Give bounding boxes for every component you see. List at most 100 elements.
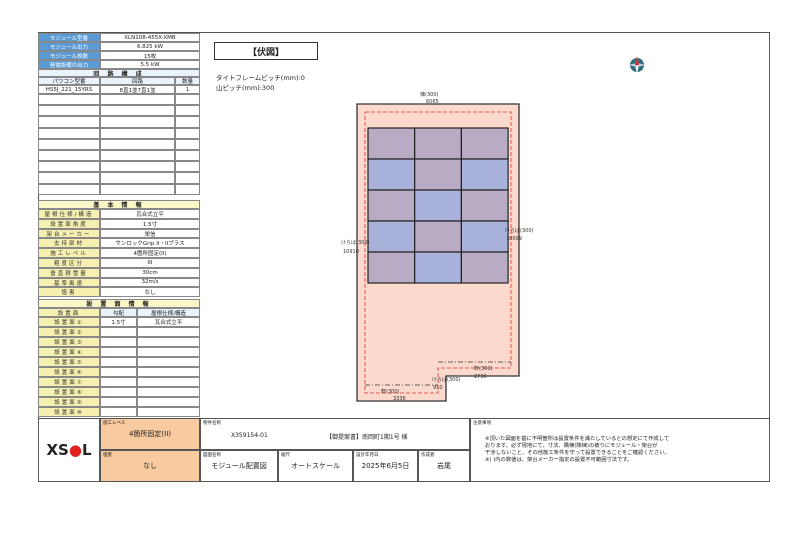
scale: 縮尺オートスケール xyxy=(278,450,353,482)
solar-panel xyxy=(367,220,416,253)
circuit-column-header: パワコン型番 xyxy=(38,77,100,85)
tie-frame-pitch: タイトフレームピッチ(mm):0 xyxy=(216,74,305,82)
circuit-cell xyxy=(38,105,100,117)
logo-text: XS●L xyxy=(46,441,92,459)
solar-panel xyxy=(460,220,509,253)
surface-spec xyxy=(137,377,200,387)
module-info-label: 発電設備の出力 xyxy=(38,60,100,69)
circuit-cell xyxy=(38,161,100,173)
surface-spec xyxy=(137,347,200,357)
dimension-label: 3336 xyxy=(393,396,406,402)
circuit-column-header: 数量 xyxy=(175,77,200,85)
note-line: ※( )内の数値は、架台メーカー指定の設置不可範囲寸法です。 xyxy=(485,457,633,463)
surface-slope xyxy=(100,387,137,397)
solar-panel xyxy=(460,127,509,160)
surface-spec: 瓦合式立平 xyxy=(137,317,200,327)
circuit-cell xyxy=(100,172,175,184)
surface-label: 設置面② xyxy=(38,327,100,337)
circuit-section-title: 回 路 構 成 xyxy=(38,69,200,77)
module-info-value: 5.5 kW xyxy=(100,60,200,69)
surface-column-header: 設置面 xyxy=(38,308,100,317)
surface-spec xyxy=(137,367,200,377)
basic-info-value: 1.5寸 xyxy=(100,218,200,229)
surface-label: 設置面⑨ xyxy=(38,397,100,407)
surface-slope xyxy=(100,327,137,337)
solar-panel xyxy=(367,158,416,191)
author-label: 作成者 xyxy=(421,453,435,458)
dimension-label: 910 xyxy=(433,385,443,391)
surface-info-title: 設 置 面 情 報 xyxy=(38,299,200,308)
solar-panel xyxy=(414,220,463,253)
basic-info-label: 施工レベル xyxy=(38,248,100,258)
dimension-label: けらば(300) xyxy=(341,239,369,246)
circuit-cell xyxy=(38,94,100,106)
ridge-pitch: 山ピッチ(mm):300 xyxy=(216,84,275,92)
module-info-value: 15枚 xyxy=(100,51,200,60)
circuit-cell xyxy=(38,183,100,195)
circuit-cell xyxy=(175,172,200,184)
solar-panel xyxy=(367,189,416,222)
circuit-cell: HS5J_221_15YRS xyxy=(38,85,100,94)
solar-panel xyxy=(367,251,416,284)
surface-label: 設置面① xyxy=(38,317,100,327)
circuit-cell xyxy=(100,116,175,128)
compass-icon xyxy=(628,56,646,74)
module-info-value: 6.825 kW xyxy=(100,42,200,51)
surface-slope xyxy=(100,367,137,377)
solar-panel xyxy=(460,189,509,222)
construction-level-value: 4箇所固定(II) xyxy=(128,430,172,438)
xsol-logo: XS●L xyxy=(38,418,100,482)
circuit-cell xyxy=(38,172,100,184)
property-title: 【御提案書】南岡町1期1号 様 xyxy=(326,434,408,441)
circuit-cell: 1 xyxy=(175,85,200,94)
surface-label: 設置面⑩ xyxy=(38,407,100,417)
circuit-cell xyxy=(100,150,175,162)
circuit-cell xyxy=(100,138,175,150)
surface-slope xyxy=(100,337,137,347)
circuit-cell xyxy=(100,183,175,195)
salt-damage-value: なし xyxy=(143,462,157,470)
surface-spec xyxy=(137,407,200,417)
surface-column-header: 勾配 xyxy=(100,308,137,317)
circuit-cell xyxy=(100,105,175,117)
surface-slope xyxy=(100,357,137,367)
drawing-name: 図面名称モジュール配置図 xyxy=(200,450,278,482)
module-info-label: モジュール出力 xyxy=(38,42,100,51)
basic-info-title: 基 本 情 報 xyxy=(38,200,200,209)
note-line: 干渉しないこと、その他施工条件を守って設置できることをご確認ください。 xyxy=(485,450,670,456)
dimension-label: 6065 xyxy=(426,99,439,105)
solar-panel xyxy=(414,158,463,191)
surface-spec xyxy=(137,357,200,367)
surface-label: 設置面⑦ xyxy=(38,377,100,387)
notes: 注意事項※頂いた図面を基に不明箇所は設置条件を満たしているとの想定にて作成してお… xyxy=(470,418,770,482)
basic-info-value: 32m/s xyxy=(100,277,200,288)
basic-info-label: 垂直積雪量 xyxy=(38,267,100,278)
construction-level-label: 施工レベル xyxy=(103,421,126,426)
design-date-value: 2025年6月5日 xyxy=(361,462,410,470)
surface-label: 設置面⑧ xyxy=(38,387,100,397)
circuit-cell xyxy=(175,105,200,117)
drawing-name-value: モジュール配置図 xyxy=(211,462,267,470)
dimension-label: 軒(300) xyxy=(381,389,399,395)
basic-info-label: 支持部材 xyxy=(38,238,100,249)
surface-slope xyxy=(100,347,137,357)
circuit-cell: 8直1並7直1並 xyxy=(100,85,175,94)
basic-info-label: 架台メーカー xyxy=(38,228,100,239)
solar-panel xyxy=(414,189,463,222)
note-line: ※頂いた図面を基に不明箇所は設置条件を満たしているとの想定にて作成して xyxy=(485,436,670,442)
circuit-cell xyxy=(38,127,100,139)
basic-info-value: サンロックGrip II・IIプラス xyxy=(100,238,200,249)
circuit-cell xyxy=(100,127,175,139)
basic-info-value: III xyxy=(100,258,200,268)
circuit-cell xyxy=(100,161,175,173)
solar-panel xyxy=(414,251,463,284)
circuit-column-header: 回路 xyxy=(100,77,175,85)
dimension-label: けらば(300) xyxy=(505,227,533,234)
circuit-cell xyxy=(175,138,200,150)
circuit-cell xyxy=(175,127,200,139)
property-id: X359154-01 xyxy=(231,432,268,439)
dimension-label: 2730 xyxy=(474,374,487,380)
surface-spec xyxy=(137,397,200,407)
